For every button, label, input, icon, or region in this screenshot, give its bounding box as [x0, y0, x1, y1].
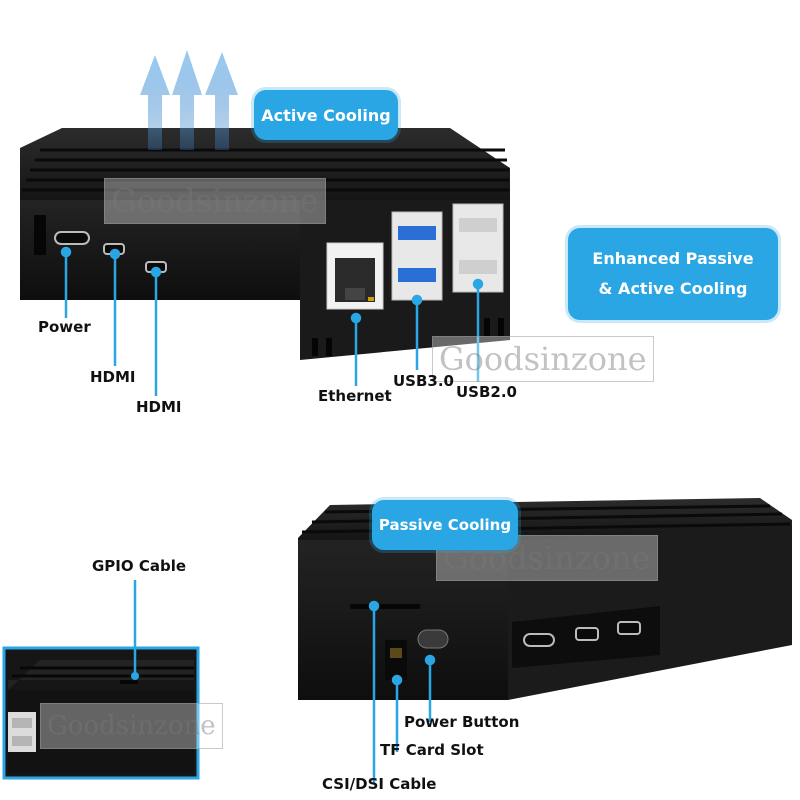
watermark: Goodsinzone: [40, 703, 223, 749]
power-label: Power: [38, 318, 91, 336]
active-cooling-callout: Active Cooling: [254, 90, 398, 140]
watermark: Goodsinzone: [432, 336, 654, 382]
usb3-ports: [391, 211, 443, 301]
power-button-label: Power Button: [404, 713, 520, 731]
top-callout-lines: [60, 246, 484, 396]
hdmi-label-2: HDMI: [136, 398, 182, 416]
callout-text-line1: Enhanced Passive: [592, 249, 754, 268]
callout-text: Active Cooling: [261, 105, 391, 125]
enhanced-cooling-callout: Enhanced Passive & Active Cooling: [568, 228, 778, 320]
tf-card-slot-label: TF Card Slot: [380, 741, 484, 759]
cooling-fins: [22, 148, 509, 192]
watermark: Goodsinzone: [104, 178, 326, 224]
passive-cooling-callout: Passive Cooling: [372, 500, 518, 550]
tf-card-slot: [350, 604, 420, 609]
power-button: [417, 629, 449, 649]
hdmi-label-1: HDMI: [90, 368, 136, 386]
usb2-label: USB2.0: [456, 383, 517, 401]
usb3-label: USB3.0: [393, 372, 454, 390]
usbc-port: [54, 231, 90, 245]
gpio-cable-label: GPIO Cable: [92, 557, 187, 575]
gpio-inset: [2, 580, 200, 780]
airflow-arrows: [140, 50, 238, 150]
ethernet-label: Ethernet: [318, 387, 392, 405]
top-case: [20, 128, 510, 360]
csi-dsi-cable-label: CSI/DSI Cable: [322, 775, 437, 793]
bottom-callout-lines: [368, 600, 436, 784]
callout-text-line2: & Active Cooling: [598, 279, 748, 298]
callout-text: Passive Cooling: [378, 516, 512, 534]
bottom-case: [298, 498, 792, 700]
